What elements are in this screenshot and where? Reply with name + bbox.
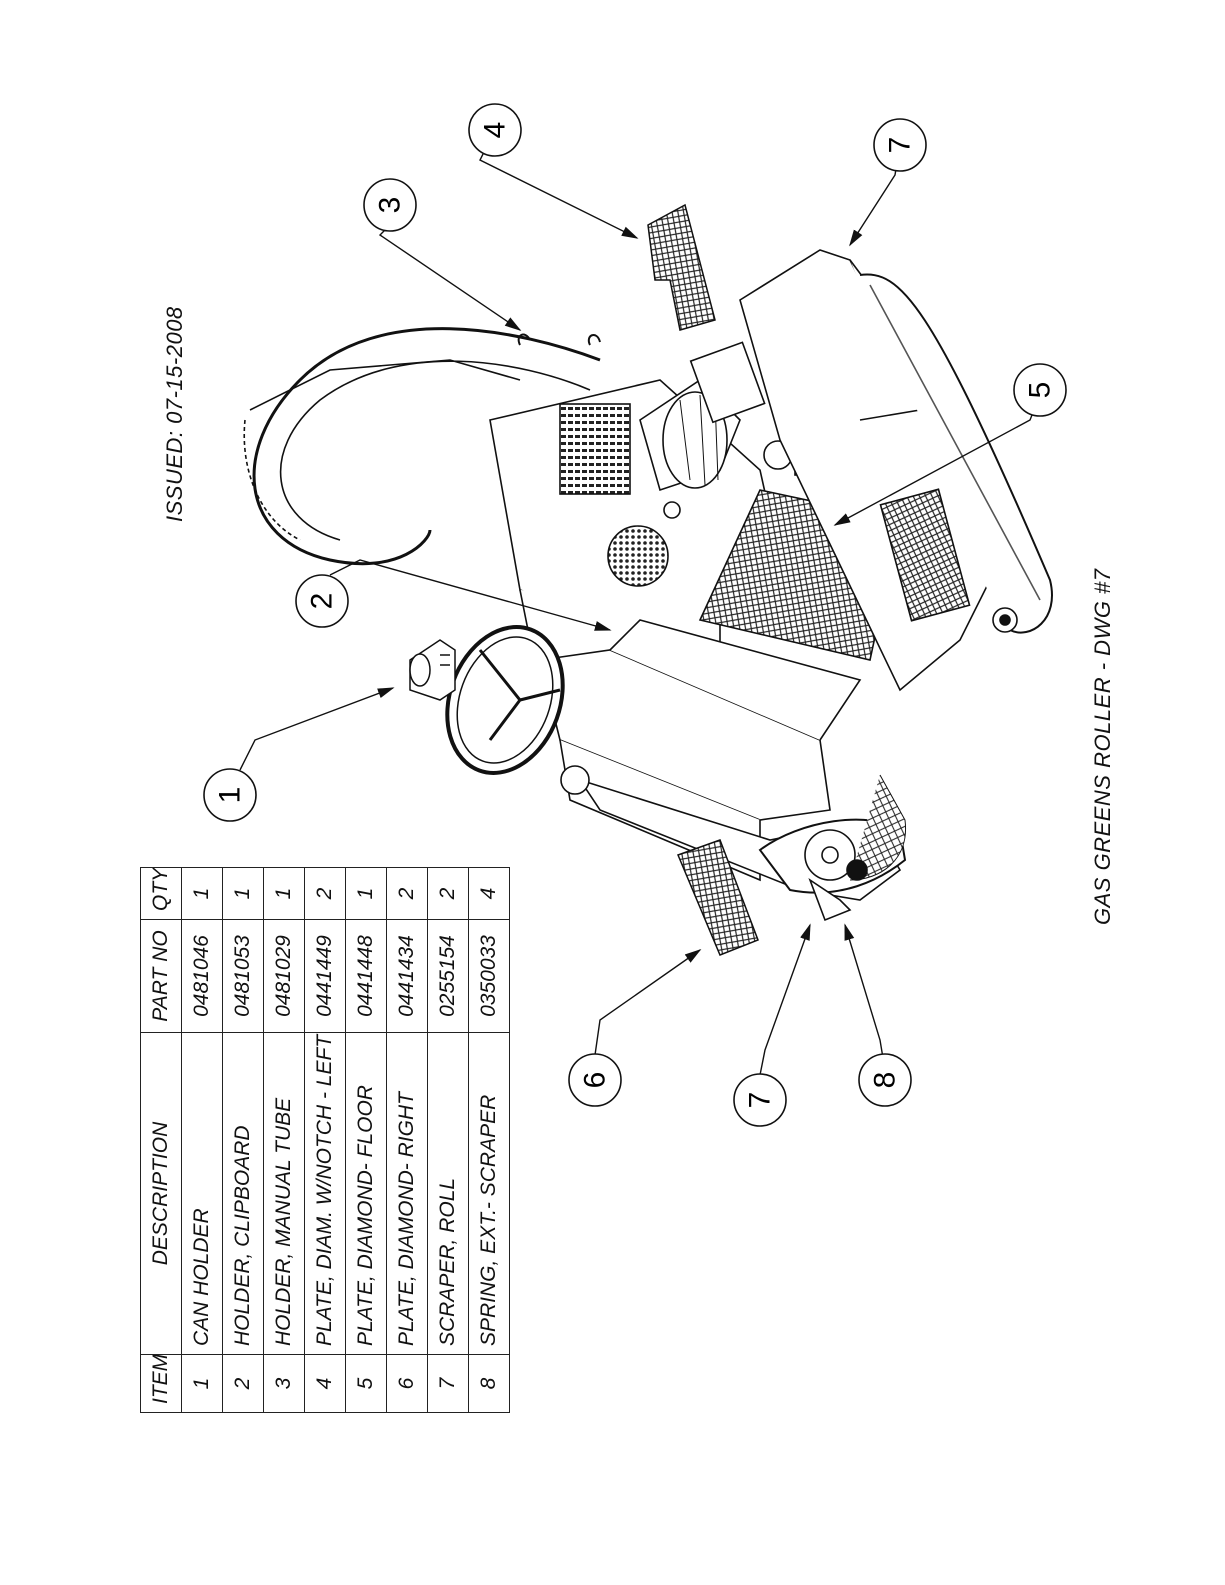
callout-7-rear: 7 [873, 118, 927, 172]
callouts: 1 2 3 4 5 6 7 7 8 [203, 103, 1067, 1127]
handle-loop-inner [279, 360, 591, 541]
handle-loop [252, 327, 601, 566]
callout-4: 4 [468, 103, 522, 157]
callout-3: 3 [363, 178, 417, 232]
callout-6: 6 [568, 1053, 622, 1107]
callout-label: 2 [306, 593, 339, 610]
machine-body [243, 249, 1053, 922]
callout-label: 8 [869, 1072, 902, 1089]
callout-5: 5 [1013, 363, 1067, 417]
plate-diamond-right [677, 839, 759, 956]
callout-label: 4 [479, 122, 512, 139]
callout-label: 6 [579, 1072, 612, 1089]
callout-label: 5 [1024, 382, 1057, 399]
callout-2: 2 [295, 574, 349, 628]
callout-1: 1 [203, 768, 257, 822]
engine-louver [559, 403, 631, 495]
callout-label: 3 [374, 197, 407, 214]
callout-label: 1 [214, 787, 247, 804]
manual-tube-holder-part [517, 333, 601, 346]
callout-label: 7 [744, 1092, 777, 1109]
plate-diamond-notch-left [647, 203, 716, 331]
plate-floor-right [879, 488, 971, 622]
detached-parts [409, 203, 759, 956]
callout-label: 7 [884, 137, 917, 154]
engine-grille [607, 525, 669, 587]
callout-8: 8 [858, 1053, 912, 1107]
callout-7: 7 [733, 1073, 787, 1127]
rear-roller [859, 273, 1053, 634]
